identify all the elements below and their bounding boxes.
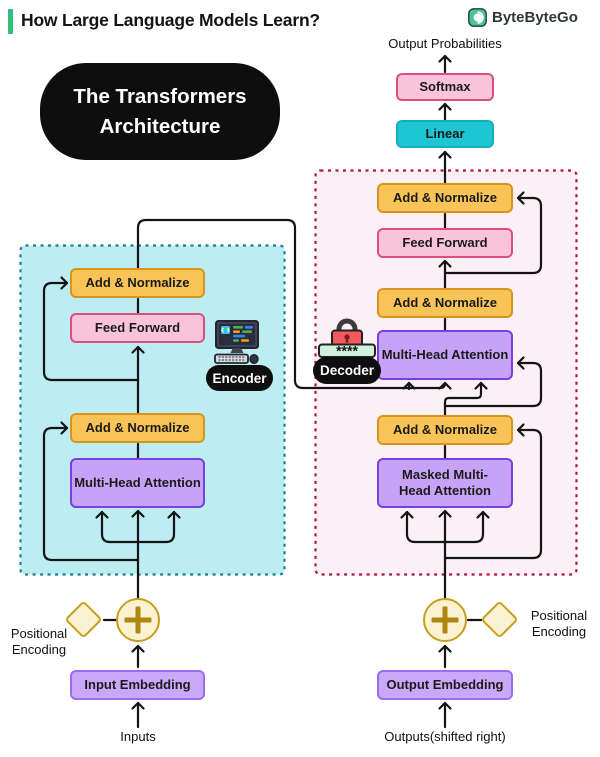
decoder-multi-head-attention: Multi-Head Attention <box>377 330 513 380</box>
output-embedding-box: Output Embedding <box>377 670 513 700</box>
decoder-add-normalize-mid: Add & Normalize <box>377 288 513 318</box>
positional-encoding-left-label: Positional Encoding <box>10 626 68 657</box>
encoder-multi-head-attention: Multi-Head Attention <box>70 458 205 508</box>
encoder-badge: Encoder <box>206 365 273 391</box>
input-embedding-box: Input Embedding <box>70 670 205 700</box>
decoder-feed-forward: Feed Forward <box>377 228 513 258</box>
wire-enc-qkv-left <box>95 510 140 544</box>
positional-encoding-right-label: Positional Encoding <box>530 608 588 639</box>
plus-circle-left-icon <box>116 598 160 642</box>
wire-dec-qkv-right <box>443 510 490 544</box>
encoder-computer-icon <box>214 320 259 364</box>
title-accent-bar <box>8 9 13 34</box>
decoder-badge: Decoder <box>313 357 381 384</box>
inputs-label: Inputs <box>120 729 156 744</box>
banner-title: The Transformers Architecture <box>73 84 247 138</box>
decoder-password-text: **** <box>336 343 358 359</box>
decoder-add-normalize-top: Add & Normalize <box>377 183 513 213</box>
brand: ByteByteGo <box>468 8 578 27</box>
decoder-add-normalize-bottom: Add & Normalize <box>377 415 513 445</box>
wire-dec-addnorm-step-to-mha <box>443 381 488 417</box>
page-title: How Large Language Models Learn? <box>21 10 320 30</box>
output-probabilities-label: Output Probabilities <box>388 36 502 51</box>
encoder-add-normalize-bottom: Add & Normalize <box>70 413 205 443</box>
encoder-add-normalize-top: Add & Normalize <box>70 268 205 298</box>
plus-circle-right-icon <box>423 598 467 642</box>
decoder-masked-multi-head-attention: Masked Multi-Head Attention <box>377 458 513 508</box>
wire-enc-to-dec-arrow2 <box>438 381 452 390</box>
softmax-box: Softmax <box>396 73 494 101</box>
brand-name: ByteByteGo <box>492 9 578 26</box>
wire-dec-qkv-left <box>400 510 447 544</box>
positional-diamond-right-icon <box>480 600 519 639</box>
wire-enc-qkv-right <box>136 510 181 544</box>
outputs-label: Outputs(shifted right) <box>384 729 506 744</box>
banner: The Transformers Architecture <box>40 63 280 160</box>
encoder-feed-forward: Feed Forward <box>70 313 205 343</box>
bytebytego-logo-icon <box>468 8 487 27</box>
linear-box: Linear <box>396 120 494 148</box>
decoder-lock-icon: **** <box>318 318 376 359</box>
